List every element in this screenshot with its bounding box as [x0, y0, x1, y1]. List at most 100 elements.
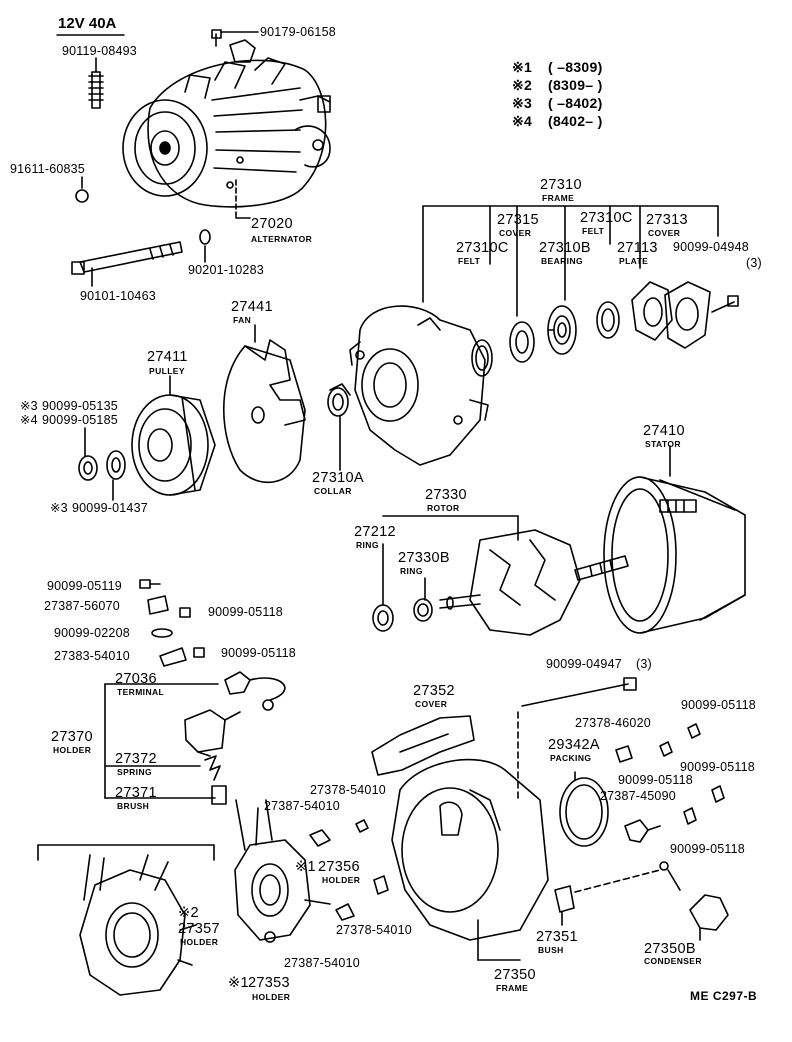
pulley	[131, 394, 216, 496]
part-number-27310c-b: 27310C	[580, 210, 633, 226]
fan	[222, 339, 306, 484]
cover-27352	[371, 715, 475, 776]
part-number-90099-04948: 90099-04948	[673, 240, 749, 254]
part-name-plate: PLATE	[619, 256, 649, 266]
part-name-packing: PACKING	[550, 753, 592, 763]
variant-mark-90099-01437: ※3	[50, 501, 68, 515]
part-number-27378-54010-a: 27378-54010	[310, 783, 386, 797]
part-name-bush: BUSH	[538, 945, 564, 955]
part-number-27351: 27351	[536, 929, 578, 945]
variant-mark-27357: ※2	[178, 905, 199, 921]
legend-range-1: ( –8309)	[548, 59, 603, 75]
part-name-felt-a: FELT	[458, 256, 481, 266]
part-name-cover-27313: COVER	[648, 228, 681, 238]
diagram-reference-code: ME C297-B	[690, 989, 758, 1003]
part-name-ring-a: RING	[356, 540, 379, 550]
legend-mark-3: ※3	[512, 95, 533, 111]
part-number-27330: 27330	[425, 487, 467, 503]
legend-mark-4: ※4	[512, 113, 533, 129]
part-number-27350b: 27350B	[644, 941, 696, 957]
part-number-90099-05185: 90099-05185	[42, 413, 118, 427]
part-number-27371: 27371	[115, 785, 157, 801]
part-number-27310b: 27310B	[539, 240, 591, 256]
part-name-cover-27315: COVER	[499, 228, 532, 238]
part-number-27356: 27356	[318, 859, 360, 875]
quantity-90099-04948: (3)	[746, 256, 762, 270]
part-number-27313: 27313	[646, 212, 688, 228]
part-name-holder-27356: HOLDER	[322, 875, 361, 885]
part-name-condenser: CONDENSER	[644, 956, 702, 966]
part-name-collar: COLLAR	[314, 486, 352, 496]
part-number-90201-10283: 90201-10283	[188, 263, 264, 277]
legend-mark-1: ※1	[512, 59, 533, 75]
part-name-alternator: ALTERNATOR	[251, 234, 313, 244]
part-number-27212: 27212	[354, 524, 396, 540]
part-number-27310: 27310	[540, 177, 582, 193]
part-name-stator: STATOR	[645, 439, 681, 449]
part-number-27353: 27353	[248, 975, 290, 991]
rotor	[439, 529, 629, 636]
variant-mark-27353: ※1	[228, 975, 249, 991]
holder-27356	[234, 799, 331, 943]
part-number-27387-45090: 27387-45090	[600, 789, 676, 803]
part-number-90099-05118-f: 90099-05118	[670, 842, 745, 856]
part-name-fan: FAN	[233, 315, 252, 325]
part-number-90101-10463: 90101-10463	[80, 289, 156, 303]
part-number-27410: 27410	[643, 423, 685, 439]
part-number-27036: 27036	[115, 671, 157, 687]
part-name-felt-b: FELT	[582, 226, 605, 236]
legend-range-4: (8402– )	[548, 113, 603, 129]
part-name-brush: BRUSH	[117, 801, 150, 811]
part-number-90119-08493: 90119-08493	[62, 44, 137, 58]
part-number-27020: 27020	[251, 216, 293, 232]
part-number-91611-60835: 91611-60835	[10, 162, 85, 176]
part-number-90099-02208: 90099-02208	[54, 626, 130, 640]
part-number-27378-46020: 27378-46020	[575, 716, 651, 730]
part-name-ring-b: RING	[400, 566, 423, 576]
part-number-29342a: 29342A	[548, 737, 600, 753]
part-name-frame-bottom: FRAME	[496, 983, 529, 993]
part-number-27357: 27357	[178, 921, 220, 937]
part-number-90099-05118-b: 90099-05118	[221, 646, 296, 660]
part-name-pulley: PULLEY	[149, 366, 185, 376]
part-number-27383-54010: 27383-54010	[54, 649, 130, 663]
part-name-holder-27370: HOLDER	[53, 745, 92, 755]
part-number-27350: 27350	[494, 967, 536, 983]
drive-end-frame	[349, 305, 489, 466]
diagram-title: 12V 40A	[58, 15, 117, 32]
part-number-90099-05118-e: 90099-05118	[618, 773, 693, 787]
rectifier-end-frame	[391, 758, 549, 941]
part-name-rotor: ROTOR	[427, 503, 460, 513]
part-number-27310c-a: 27310C	[456, 240, 509, 256]
part-number-90099-05118-c: 90099-05118	[681, 698, 756, 712]
part-number-90179-06158: 90179-06158	[260, 25, 336, 39]
part-number-27378-54010-b: 27378-54010	[336, 923, 412, 937]
part-number-27387-54010-a: 27387-54010	[264, 799, 340, 813]
variant-mark-27356: ※1	[295, 859, 316, 875]
part-number-90099-05119: 90099-05119	[47, 579, 122, 593]
part-number-27310a: 27310A	[312, 470, 364, 486]
part-number-90099-05118-d: 90099-05118	[680, 760, 755, 774]
part-name-holder-27357: HOLDER	[180, 937, 219, 947]
part-number-27441: 27441	[231, 299, 273, 315]
part-name-cover-27352: COVER	[415, 699, 448, 709]
part-number-27370: 27370	[51, 729, 93, 745]
part-number-90099-05118-a: 90099-05118	[208, 605, 283, 619]
variant-mark-90099-05135: ※3	[20, 399, 38, 413]
holder-27357	[79, 854, 197, 996]
part-number-27411: 27411	[147, 349, 188, 365]
variant-mark-90099-05185: ※4	[20, 413, 38, 427]
stator	[603, 476, 746, 634]
part-name-holder-27353: HOLDER	[252, 992, 291, 1002]
part-number-90099-05135: 90099-05135	[42, 399, 118, 413]
brush-holder	[184, 709, 241, 757]
legend-range-2: (8309– )	[548, 77, 603, 93]
part-number-27352: 27352	[413, 683, 455, 699]
part-name-spring: SPRING	[117, 767, 152, 777]
part-number-27372: 27372	[115, 751, 157, 767]
part-number-27113: 27113	[617, 240, 658, 256]
part-number-27387-54010-b: 27387-54010	[284, 956, 360, 970]
part-name-terminal: TERMINAL	[117, 687, 165, 697]
quantity-90099-04947: (3)	[636, 657, 652, 671]
